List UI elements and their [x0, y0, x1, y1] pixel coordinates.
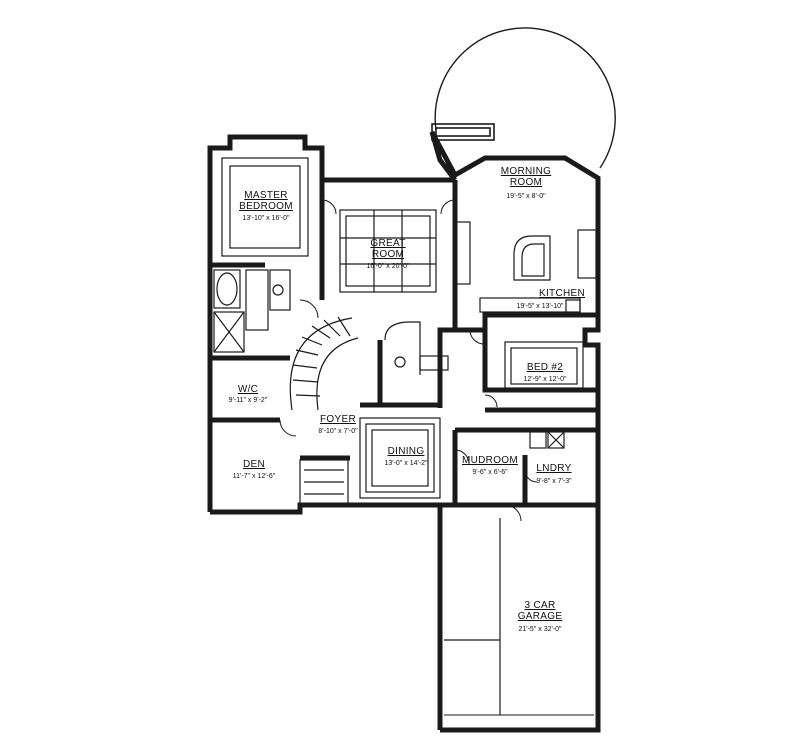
- kitchen-counters: [479, 229, 597, 315]
- curved-staircase: [289, 316, 359, 411]
- morning-room-label-1: MORNING: [501, 166, 551, 177]
- dining-dims: 13'-0" x 14'-2": [384, 460, 428, 467]
- powder-room: [384, 321, 449, 375]
- garage-label-2: GARAGE: [518, 611, 563, 622]
- great-room-label-2: ROOM: [372, 249, 404, 260]
- foyer-dims: 8'-10" x 7'-0": [318, 428, 358, 435]
- kitchen-island: [513, 235, 551, 281]
- door-swings: [279, 199, 538, 522]
- fireplace: [455, 221, 471, 285]
- master-bedroom-dims: 13'-10" x 16'-0": [243, 215, 290, 222]
- foyer-label: FOYER: [320, 414, 356, 425]
- morning-room-dims: 19'-5" x 8'-0": [506, 193, 546, 200]
- great-room-label-1: GREAT: [370, 238, 405, 249]
- east-wall: [429, 130, 601, 520]
- entry-steps: [299, 459, 349, 507]
- master-bath-fixtures: [213, 269, 291, 353]
- bed2-dims: 12'-9" x 12'-0": [523, 376, 567, 383]
- garage-wall: [440, 520, 601, 733]
- mudroom-label: MUDROOM: [462, 455, 518, 466]
- wic-label: W/C: [238, 384, 258, 395]
- dining-label: DINING: [388, 446, 425, 457]
- bed2-tray: [504, 341, 584, 389]
- den-label: DEN: [243, 459, 265, 470]
- laundry-label: LNDRY: [536, 463, 571, 474]
- laundry-dims: 9'-8" x 7'-3": [536, 478, 572, 485]
- mudroom-dims: 9'-6" x 6'-6": [472, 469, 508, 476]
- morning-room-label-2: ROOM: [510, 177, 542, 188]
- master-bedroom-label-1: MASTER: [244, 190, 287, 201]
- morning-room-bay: [434, 27, 616, 169]
- garage-label-1: 3 CAR: [525, 600, 556, 611]
- kitchen-dims: 19'-5" x 13'-10": [517, 303, 564, 310]
- dining-tray: [359, 417, 441, 499]
- master-bedroom-tray: [221, 157, 309, 257]
- front-wall-left: [210, 502, 443, 730]
- bed2-label: BED #2: [527, 362, 563, 373]
- great-room-coffers: [339, 209, 437, 293]
- morning-room-bay-frame: [431, 123, 495, 141]
- master-wing-wall: [207, 134, 455, 512]
- great-room-dims: 16'-0" x 20'-0": [366, 263, 410, 270]
- den-dims: 11'-7" x 12'-6": [233, 473, 276, 480]
- laundry-fixtures: [529, 431, 565, 449]
- garage-dims: 21'-5" x 32'-0": [518, 626, 562, 633]
- kitchen-label: KITCHEN: [539, 288, 585, 299]
- wic-dims: 9'-11" x 9'-2": [229, 397, 268, 404]
- garage-door-lines: [444, 518, 594, 716]
- master-bedroom-label-2: BEDROOM: [239, 201, 293, 212]
